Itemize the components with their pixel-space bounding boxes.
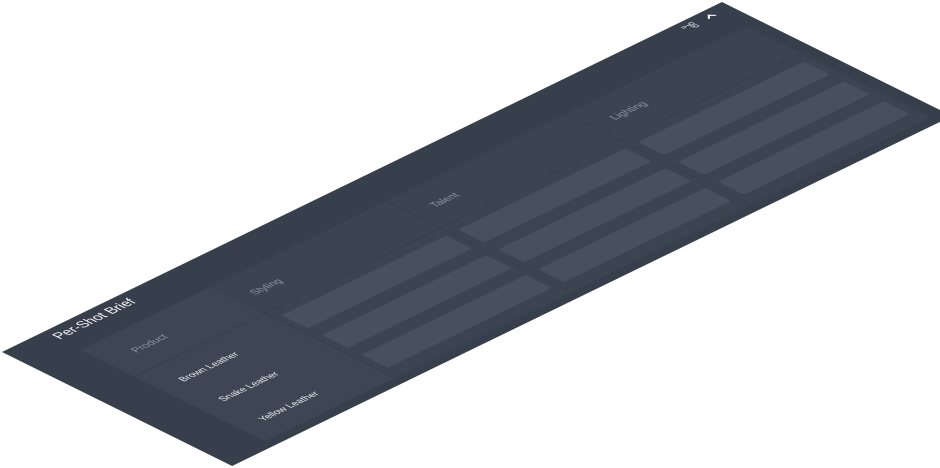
column-header-lighting: Lighting [606,99,651,122]
brief-table: Product Styling Talent Lighting Brown Le… [80,26,931,442]
flow-diagram-icon[interactable] [680,21,704,33]
chevron-up-icon[interactable] [700,11,722,22]
